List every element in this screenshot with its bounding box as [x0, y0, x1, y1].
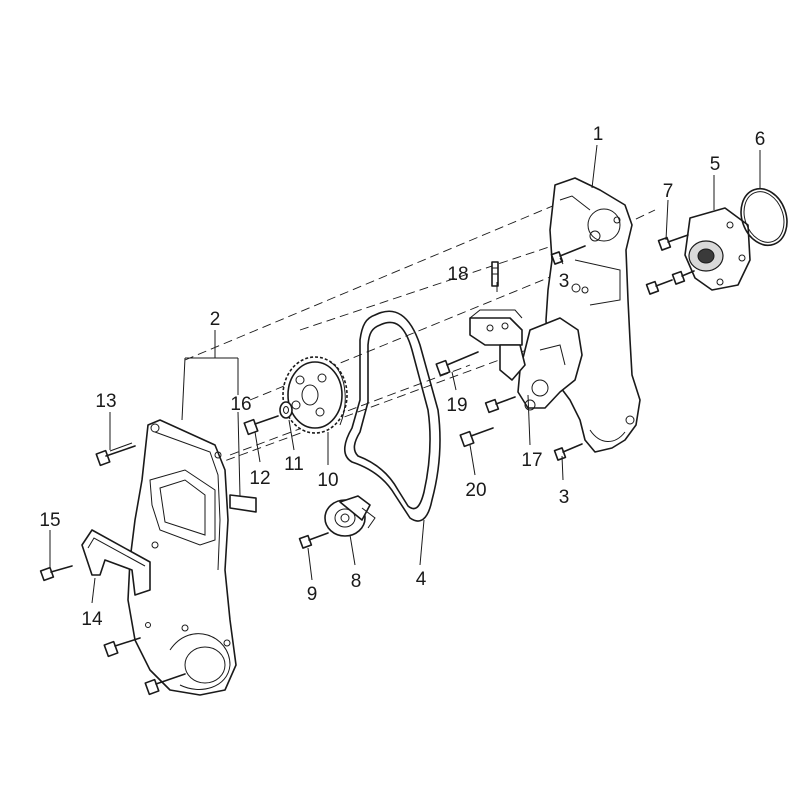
callout-7: 7	[663, 181, 674, 202]
callout-13: 13	[95, 391, 116, 412]
callout-4: 4	[416, 569, 427, 590]
camshaft-sprocket	[282, 356, 348, 434]
bolt-3-lower	[553, 443, 583, 461]
bolt-bracket-lower	[484, 396, 516, 414]
tensioner-pulley	[324, 495, 376, 537]
engine-bracket	[469, 309, 583, 411]
callout-9: 9	[307, 584, 318, 605]
callout-3-lower: 3	[559, 487, 570, 508]
washer	[279, 401, 293, 419]
stud-18	[491, 261, 499, 287]
callout-5: 5	[710, 154, 721, 175]
bolts	[39, 234, 695, 696]
callout-6: 6	[755, 129, 766, 150]
callout-3-upper: 3	[559, 271, 570, 292]
bolt-3-upper	[550, 245, 586, 265]
bolt-15	[39, 565, 73, 582]
callout-16: 16	[230, 394, 251, 415]
callout-11: 11	[284, 454, 304, 475]
callout-17: 17	[521, 450, 542, 471]
bolt-pump-2	[671, 270, 695, 285]
woodruff-key	[229, 494, 257, 513]
leader-lines	[49, 144, 761, 604]
callout-19: 19	[446, 395, 467, 416]
callout-8: 8	[351, 571, 362, 592]
timing-belt	[344, 310, 441, 522]
bolt-13	[95, 442, 136, 467]
bolt-front-lower-2	[144, 673, 186, 696]
bolt-20	[459, 427, 494, 448]
o-ring	[740, 187, 788, 247]
bolt-pump-1	[645, 279, 673, 295]
callout-14: 14	[81, 609, 103, 630]
bolt-front-lower-1	[103, 637, 141, 658]
bolt-12	[243, 415, 279, 436]
callout-15: 15	[39, 510, 60, 531]
callout-18: 18	[447, 264, 468, 285]
callout-20: 20	[465, 480, 486, 501]
bolt-7	[657, 234, 689, 251]
cover-plate	[81, 529, 151, 596]
callout-1: 1	[593, 124, 604, 145]
callout-labels: 1 2 3 3 4 5 6 7 8 9 10 11 12 13 14 15 16…	[39, 124, 765, 630]
callout-2: 2	[210, 309, 221, 330]
front-timing-cover	[127, 419, 237, 696]
bolt-9	[298, 532, 329, 549]
callout-10: 10	[317, 470, 338, 491]
rear-timing-cover	[545, 177, 641, 453]
water-pump	[684, 207, 751, 291]
callout-12: 12	[249, 468, 270, 489]
bolt-19	[435, 351, 479, 377]
